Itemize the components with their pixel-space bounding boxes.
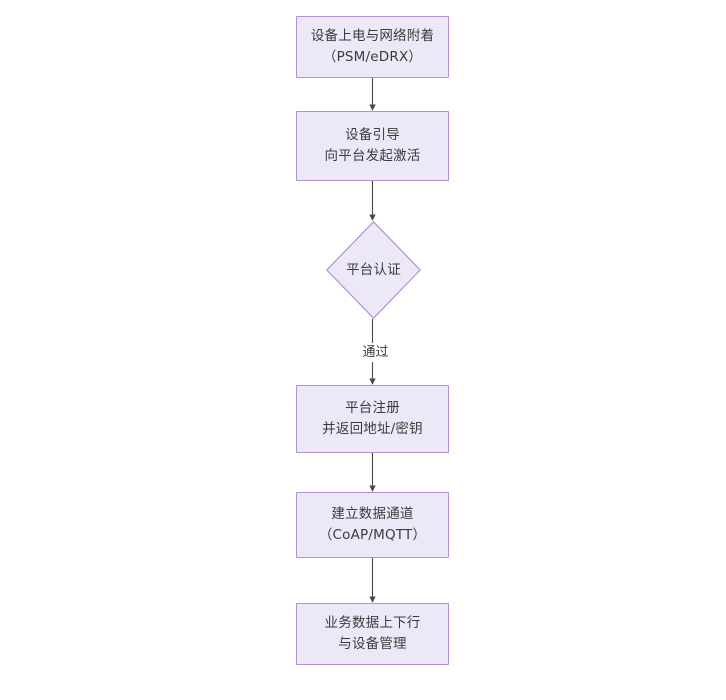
- node-power-on-label: 设备上电与网络附着 （PSM/eDRX）: [310, 28, 435, 65]
- node-platform-register-label: 平台注册 并返回地址/密钥: [322, 400, 423, 437]
- node-platform-auth[interactable]: 平台认证: [326, 221, 421, 319]
- node-data-channel-label: 建立数据通道 （CoAP/MQTT）: [318, 506, 427, 543]
- node-data-channel[interactable]: 建立数据通道 （CoAP/MQTT）: [296, 492, 449, 558]
- node-power-on[interactable]: 设备上电与网络附着 （PSM/eDRX）: [296, 16, 449, 78]
- node-platform-auth-label: 平台认证: [346, 261, 401, 278]
- diamond-shape-icon: [326, 221, 421, 319]
- node-platform-register[interactable]: 平台注册 并返回地址/密钥: [296, 385, 449, 453]
- node-bootstrap[interactable]: 设备引导 向平台发起激活: [296, 111, 449, 181]
- node-bootstrap-label: 设备引导 向平台发起激活: [324, 127, 421, 164]
- node-business-data[interactable]: 业务数据上下行 与设备管理: [296, 603, 449, 665]
- node-business-data-label: 业务数据上下行 与设备管理: [324, 615, 421, 652]
- edge-label-pass: 通过: [354, 343, 397, 362]
